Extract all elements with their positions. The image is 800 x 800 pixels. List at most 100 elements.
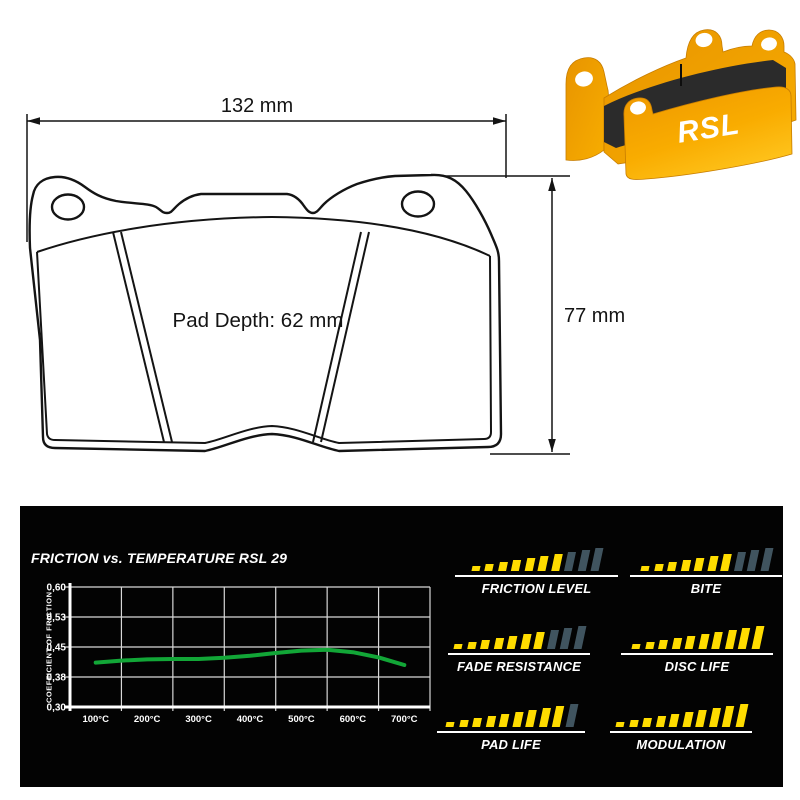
pad-hole-left (50, 193, 86, 221)
svg-text:0,30: 0,30 (47, 703, 67, 714)
rating-bar (708, 708, 721, 727)
brake-pads-product-image: RSL (565, 29, 797, 180)
arrow-up-icon (548, 178, 556, 191)
rating-bar (711, 632, 724, 649)
arrow-down-icon (548, 439, 556, 452)
rating-bar (537, 556, 549, 571)
rating-modulation: MODULATION (610, 702, 752, 752)
rating-bar (520, 634, 532, 649)
rating-bar (671, 638, 682, 649)
rating-bar (497, 562, 508, 571)
svg-text:700°C: 700°C (391, 714, 418, 725)
rating-bar (667, 562, 678, 571)
rating-bar (511, 560, 522, 571)
rating-bar (682, 712, 694, 727)
rating-bar (629, 720, 639, 727)
rating-label: MODULATION (636, 737, 726, 752)
rating-bar (695, 710, 708, 727)
pad-chamfer-lines (112, 231, 370, 443)
rating-pad-life: PAD LIFE (437, 702, 585, 752)
rating-bar (525, 710, 538, 727)
rating-bite: BITE (630, 546, 782, 596)
chart-title: FRICTION vs. TEMPERATURE RSL 29 (31, 550, 288, 566)
rating-bar (564, 552, 577, 571)
front-pad-body (623, 86, 793, 180)
rating-bar (751, 626, 765, 649)
rating-disc-life: DISC LIFE (621, 624, 773, 674)
rating-bar (658, 640, 669, 649)
svg-text:0,38: 0,38 (47, 673, 67, 684)
width-dimension-label: 132 mm (221, 95, 293, 117)
front-pad-hole (630, 101, 646, 115)
pad-outline (28, 173, 503, 453)
rating-bar (560, 628, 573, 649)
rating-bar (493, 638, 504, 649)
rating-bar (480, 640, 491, 649)
rating-bar (733, 552, 746, 571)
rating-bar (645, 642, 655, 649)
rating-bar (485, 716, 496, 727)
rating-label: PAD LIFE (481, 737, 541, 752)
back-pad-right-hole (761, 37, 777, 51)
rating-bar (459, 720, 469, 727)
rating-bar (484, 564, 494, 571)
arrow-right-icon (493, 117, 506, 125)
rating-bar (698, 634, 710, 649)
rating-bar (655, 716, 666, 727)
svg-text:0,45: 0,45 (47, 643, 67, 654)
rating-bar (722, 706, 735, 727)
rating-bar (445, 722, 455, 727)
rating-bar (747, 550, 760, 571)
rating-bar (565, 704, 579, 727)
rating-bar (693, 558, 705, 571)
rating-underline (630, 575, 782, 577)
rating-underline (437, 731, 585, 733)
pad-friction-inner-line (36, 251, 492, 444)
rating-bar (472, 718, 483, 727)
pad-backplate-curve (36, 215, 491, 257)
rating-bar (506, 636, 518, 649)
chart-gridlines (64, 586, 431, 711)
rating-bar (467, 642, 477, 649)
rating-underline (448, 653, 590, 655)
pad-depth-label: Pad Depth: 62 mm (173, 309, 344, 332)
svg-text:200°C: 200°C (134, 714, 161, 725)
rating-bar (577, 550, 590, 571)
pad-hole-right (400, 190, 436, 218)
height-dimension-label: 77 mm (564, 305, 625, 327)
rating-bars (621, 624, 773, 649)
svg-text:300°C: 300°C (185, 714, 212, 725)
rating-bar (654, 564, 664, 571)
rating-bar (642, 718, 653, 727)
rating-bar (720, 554, 733, 571)
rating-bar (615, 722, 625, 727)
rating-underline (610, 731, 752, 733)
rating-bar (512, 712, 524, 727)
svg-text:0,60: 0,60 (47, 583, 67, 594)
rating-bar (640, 566, 650, 571)
rating-bar (684, 636, 696, 649)
rating-fade-resistance: FADE RESISTANCE (448, 624, 590, 674)
rating-bars (448, 624, 590, 649)
height-dimension (444, 175, 570, 455)
rating-label: FRICTION LEVEL (481, 581, 592, 596)
rating-bar (668, 714, 680, 727)
rating-bar (552, 706, 565, 727)
rating-bar (724, 630, 737, 649)
rating-bar (631, 644, 641, 649)
width-dimension (26, 114, 507, 242)
rating-bar (590, 548, 604, 571)
svg-text:100°C: 100°C (82, 714, 109, 725)
rating-bar (707, 556, 719, 571)
rating-bars (455, 546, 618, 571)
rating-bar (738, 628, 751, 649)
rating-label: FADE RESISTANCE (456, 659, 582, 674)
svg-text:0,53: 0,53 (47, 613, 67, 624)
rating-bar (735, 704, 749, 727)
arrow-left-icon (27, 117, 40, 125)
back-pad-middle-hole (695, 32, 713, 48)
rating-bar (550, 554, 563, 571)
rating-bars (610, 702, 752, 727)
